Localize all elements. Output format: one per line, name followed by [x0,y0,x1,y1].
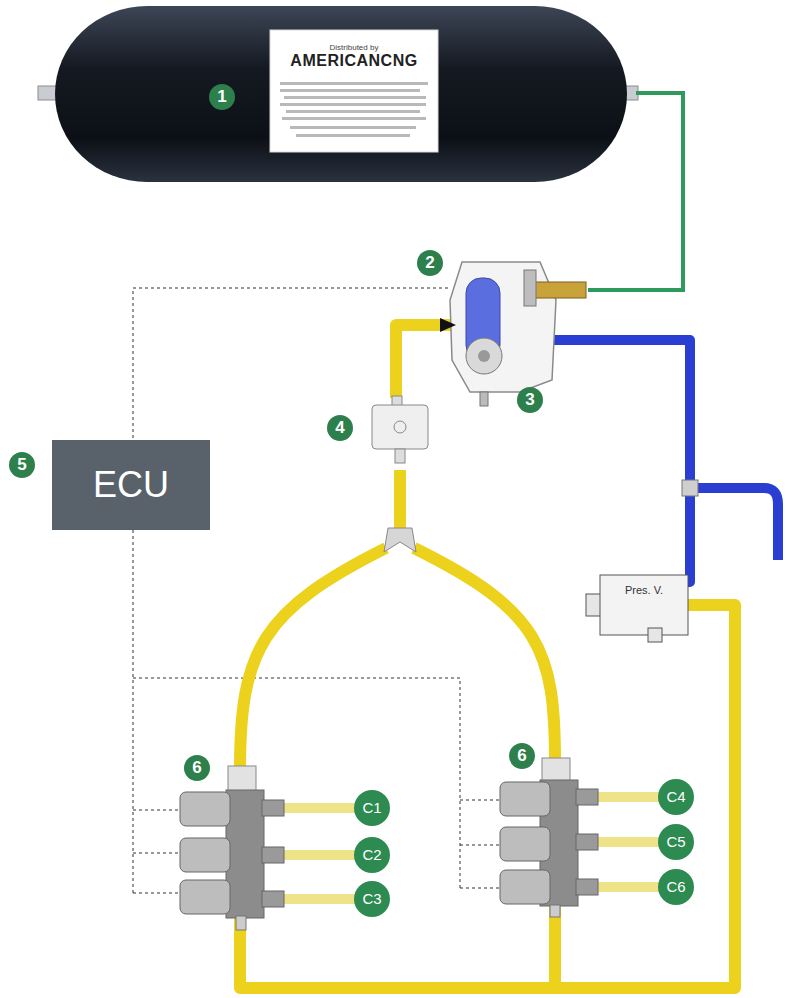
cylinder-circle: C6 [658,869,694,905]
y-splitter [384,528,416,552]
ecu-wiring [133,288,502,893]
injector-rail-left [180,766,284,930]
cylinder-circle: C4 [658,779,694,815]
callout-number: 2 [417,250,443,276]
pressure-regulator [440,262,586,406]
tank-label: Distributed byAMERICANCNG [272,36,436,78]
cng-tank [38,6,638,182]
gas-filter [372,396,428,463]
callout-number: 1 [209,84,235,110]
gas-hose [240,325,735,988]
cylinder-circle: C3 [354,881,390,917]
callout-number: 6 [509,743,535,769]
callout-number: 3 [517,387,543,413]
node-text: C4 [666,788,685,805]
node-text: C3 [362,890,381,907]
pressure-sensor [586,575,688,642]
ecu-box: ECU [52,440,210,530]
callout-number: 4 [327,415,353,441]
tee-fitting [682,480,698,496]
cylinder-circle: C2 [354,837,390,873]
injector-rail-right [500,758,598,917]
node-text: C1 [362,799,381,816]
node-text: C5 [666,833,685,850]
high-pressure-line [588,93,683,290]
vacuum-hose [518,340,778,582]
injector-outlet-tube [282,797,660,899]
callout-number: 5 [9,452,35,478]
node-text: C6 [666,878,685,895]
cylinder-circle: C1 [354,790,390,826]
node-text: C2 [362,846,381,863]
node-text: ECU [93,464,169,505]
node-text: Distributed by [330,43,379,52]
cylinder-circle: C5 [658,824,694,860]
callout-number: 6 [184,755,210,781]
sensor-label: Pres. V. [625,584,663,596]
node-text: AMERICANCNG [290,52,417,70]
